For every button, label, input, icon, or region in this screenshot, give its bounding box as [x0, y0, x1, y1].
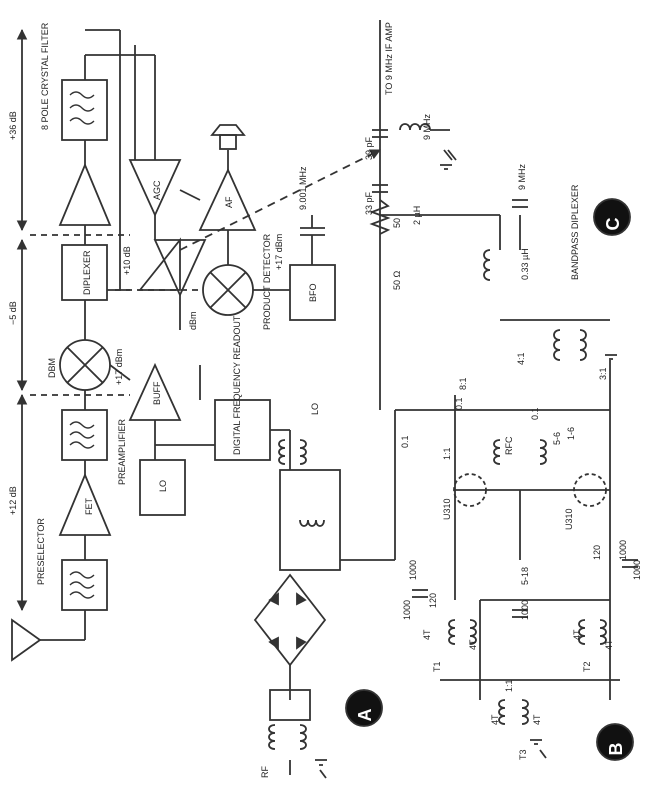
label-ratio-8-1: 8:1 [458, 377, 468, 390]
label-gain-dbm: −5 dB [8, 301, 18, 325]
af-amp-block [198, 167, 257, 231]
marker-c-letter: C [603, 218, 623, 231]
label-gain-if: +36 dB [8, 111, 18, 140]
label-turns-4t-d: 4T [604, 639, 614, 650]
label-res-120: 120 [428, 593, 438, 608]
label-buff: BUFF [152, 381, 162, 405]
label-ratio-3-1: 3:1 [598, 367, 608, 380]
marker-c-circle [593, 198, 631, 236]
label-res-50-b: 50 Ω [392, 270, 402, 290]
label-diplexer: DIPLEXER [82, 250, 92, 295]
label-level-mixer-in: +17 dBm [114, 349, 124, 385]
label-agc: AGC [152, 180, 162, 200]
label-t1: T1 [432, 661, 442, 672]
fet-preamp-block [58, 472, 112, 536]
label-level-if-out: +10 dB [122, 246, 132, 275]
label-fet-q1: U310 [442, 498, 452, 520]
label-cap-1000-a: 1000 [402, 600, 412, 620]
label-bandpass-diplexer: BANDPASS DIPLEXER [570, 184, 580, 280]
label-turns-4t-e: 4T [490, 714, 500, 725]
label-lo-tap: LO [310, 403, 320, 415]
label-bfo: BFO [308, 283, 318, 302]
label-turns-4t-b: 4T [468, 639, 478, 650]
transformer-t-block [279, 469, 341, 571]
label-fet: FET [84, 497, 94, 515]
label-cap-0-1-b: 0.1 [454, 397, 464, 410]
label-ratio-41: 4:1 [516, 352, 526, 365]
label-ind-rfc: RFC [504, 436, 514, 455]
speaker-icon [219, 134, 237, 150]
label-ind-l2: 0.33 µH [520, 248, 530, 280]
label-res-120-b: 120 [592, 545, 602, 560]
label-ratio-11: 1:1 [442, 447, 452, 460]
label-cap-1000-e: 1000 [618, 540, 628, 560]
label-cap-1000-d: 1000 [408, 560, 418, 580]
label-t2: T2 [582, 661, 592, 672]
label-ratio-1-1-b: 1:1 [504, 679, 514, 692]
label-cap-01-rf: 0.1 [530, 407, 540, 420]
label-cap-1000-c: 1000 [632, 560, 642, 580]
label-crystal-filter: 8 POLE CRYSTAL FILTER [40, 22, 50, 130]
preamp-filter-block [61, 409, 108, 461]
label-gain-preselector: +12 dB [8, 486, 18, 515]
label-xtal-9mhz: 9 MHz [422, 113, 432, 140]
label-cap-c2: 33 pF [364, 191, 374, 215]
if-amp3-block [153, 239, 207, 298]
label-to-if-amp: TO 9 MHz IF AMP [384, 22, 394, 95]
preselector-block [61, 559, 108, 611]
label-turns-4t-c: 4T [572, 629, 582, 640]
label-if-freq: 9.001 MHz [298, 166, 308, 210]
label-cap-misc: 5-6 [552, 432, 562, 445]
label-turns-4t-a: 4T [422, 629, 432, 640]
label-t3: T3 [518, 749, 528, 760]
marker-a-letter: A [355, 709, 375, 722]
label-rf-in: RF [260, 766, 270, 778]
marker-b-letter: B [606, 743, 626, 756]
marker-a-circle [345, 689, 383, 727]
label-freq-9mhz-c: 9 MHz [517, 163, 527, 190]
label-af: AF [224, 196, 234, 208]
label-dbm: DBM [47, 358, 57, 378]
label-level-dbm-side: dBm [188, 311, 198, 330]
label-digital-readout: DIGITAL FREQUENCY READOUT [232, 315, 242, 455]
label-cap-0-1: 0.1 [400, 435, 410, 448]
label-preselector: PRESELECTOR [36, 518, 46, 585]
label-product-detector: PRODUCT DETECTOR [262, 233, 272, 330]
antenna-icon [11, 618, 42, 662]
label-cap-misc-b: 1-6 [566, 427, 576, 440]
label-fet-q2: U310 [564, 508, 574, 530]
label-cap-5-18: 5-18 [520, 567, 530, 585]
marker-b-circle [596, 723, 634, 761]
label-lo: LO [158, 480, 168, 492]
label-preamplifier: PREAMPLIFIER [117, 418, 127, 485]
label-cap-1000-b: 1000 [520, 600, 530, 620]
digital-readout-block [214, 399, 271, 461]
label-ind-l1: 2 µH [412, 206, 422, 225]
label-level-bfo: +17 dBm [274, 234, 284, 270]
agc-block [128, 159, 182, 218]
lo-block [139, 459, 186, 516]
diode-bridge [253, 573, 327, 667]
label-cap-c1: 39 pF [364, 136, 374, 160]
label-turns-4t-f: 4T [532, 714, 542, 725]
label-res-50-a: 50 [392, 218, 402, 228]
if-amp-block [58, 162, 112, 226]
